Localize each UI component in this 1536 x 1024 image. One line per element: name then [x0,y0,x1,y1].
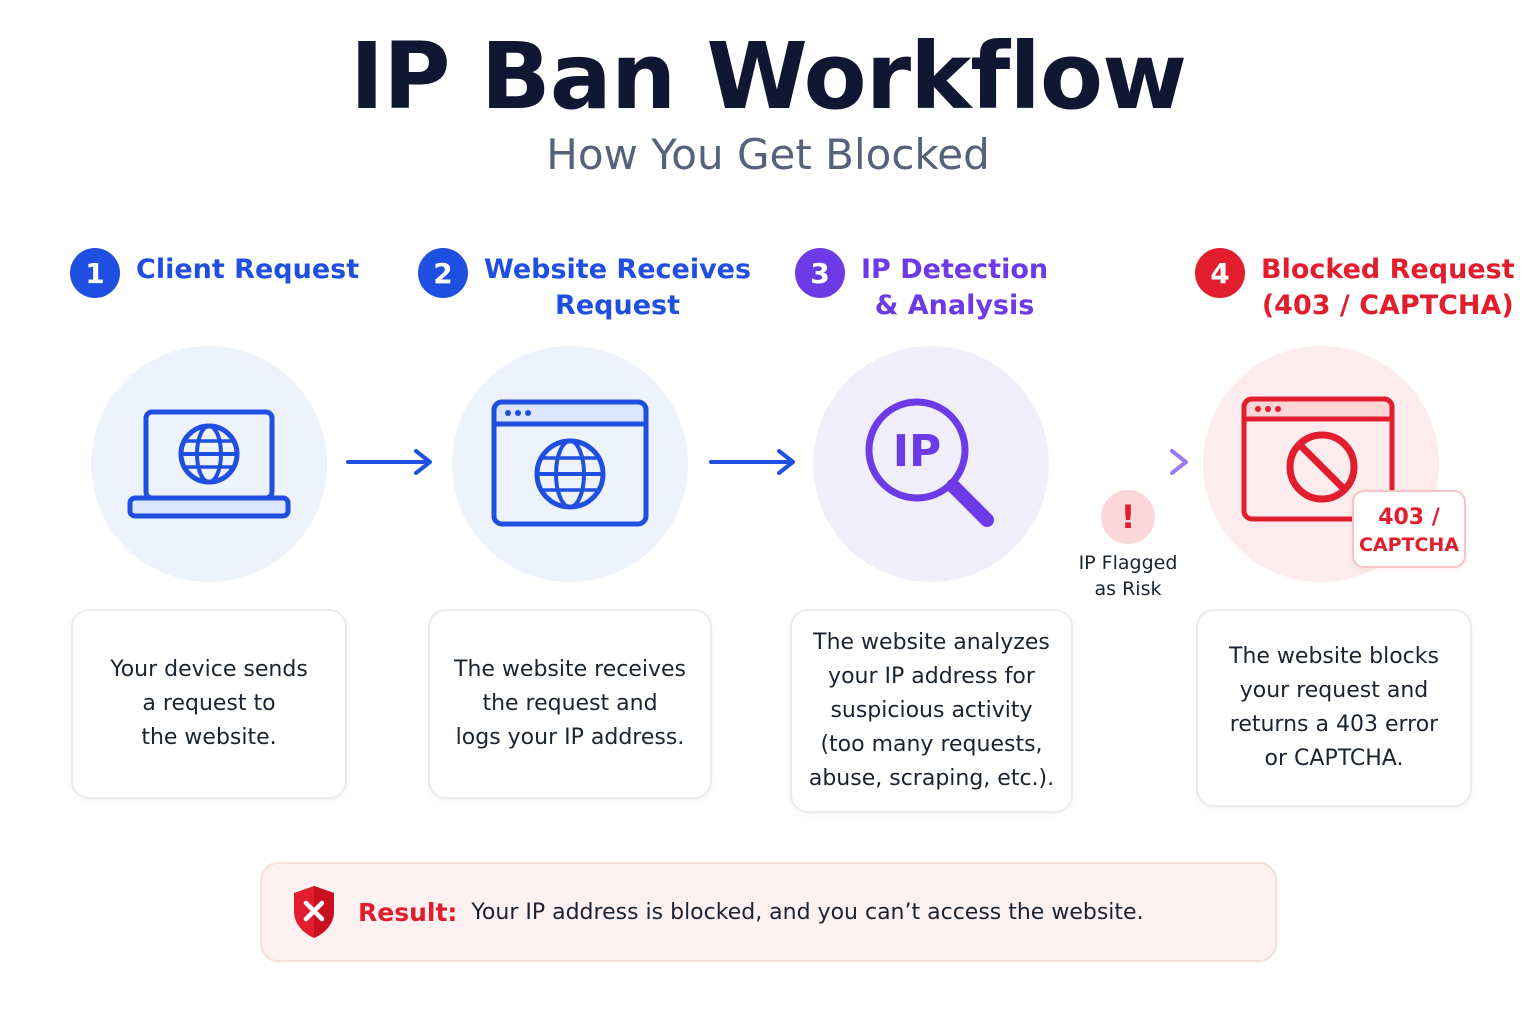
step-2-description-card: The website receives the request and log… [428,609,712,799]
step-4-header: 4 Blocked Request (403 / CAPTCHA) [1195,248,1515,324]
browser-globe-icon [491,399,649,527]
browser-blocked-icon [1241,396,1395,522]
arrow-3-to-4 [1070,449,1188,475]
error-code-badge: 403 / CAPTCHA [1352,490,1466,568]
warning-icon: ! [1101,490,1155,544]
step-2-description: The website receives the request and log… [454,657,686,750]
step-1-title: Client Request [136,254,360,285]
result-banner: Result: Your IP address is blocked, and … [260,862,1277,962]
error-code-line-1: 403 / [1378,505,1440,530]
step-1-badge: 1 [70,248,120,298]
step-3-description-card: The website analyzes your IP address for… [790,609,1073,813]
step-4-description-card: The website blocks your request and retu… [1196,609,1472,807]
result-label: Result: [358,897,458,927]
page-subtitle: How You Get Blocked [546,130,990,179]
step-4-description: The website blocks your request and retu… [1229,644,1439,771]
ip-flagged-label: IP Flagged as Risk [1078,552,1178,600]
shield-x-icon [294,886,334,938]
ip-flagged-indicator: ! IP Flagged as Risk [1074,490,1182,602]
step-1-description-card: Your device sends a request to the websi… [71,609,347,799]
step-1-description: Your device sends a request to the websi… [110,657,308,750]
error-code-line-2: CAPTCHA [1358,534,1460,556]
step-1-header: 1 Client Request [70,248,359,298]
ip-text: IP [893,426,942,477]
step-2-badge: 2 [418,248,468,298]
ip-magnifier-icon: IP [865,398,994,527]
step-3-description: The website analyzes your IP address for… [808,630,1055,791]
step-3-title: IP Detection & Analysis [861,254,1049,321]
step-2-illustration [452,346,688,582]
page-title: IP Ban Workflow [349,23,1187,130]
step-2-header: 2 Website Receives Request [418,248,751,324]
arrow-2-to-3 [709,449,795,475]
laptop-globe-icon [127,409,291,519]
step-1-illustration [91,346,327,582]
step-2-title: Website Receives Request [484,254,752,321]
step-4-title: Blocked Request (403 / CAPTCHA) [1261,254,1515,321]
step-3-header: 3 IP Detection & Analysis [795,248,1048,324]
result-text: Your IP address is blocked, and you can’… [471,899,1144,925]
step-3-badge: 3 [795,248,845,298]
arrow-1-to-2 [346,449,432,475]
step-3-illustration: IP [813,346,1049,582]
step-4-badge: 4 [1195,248,1245,298]
